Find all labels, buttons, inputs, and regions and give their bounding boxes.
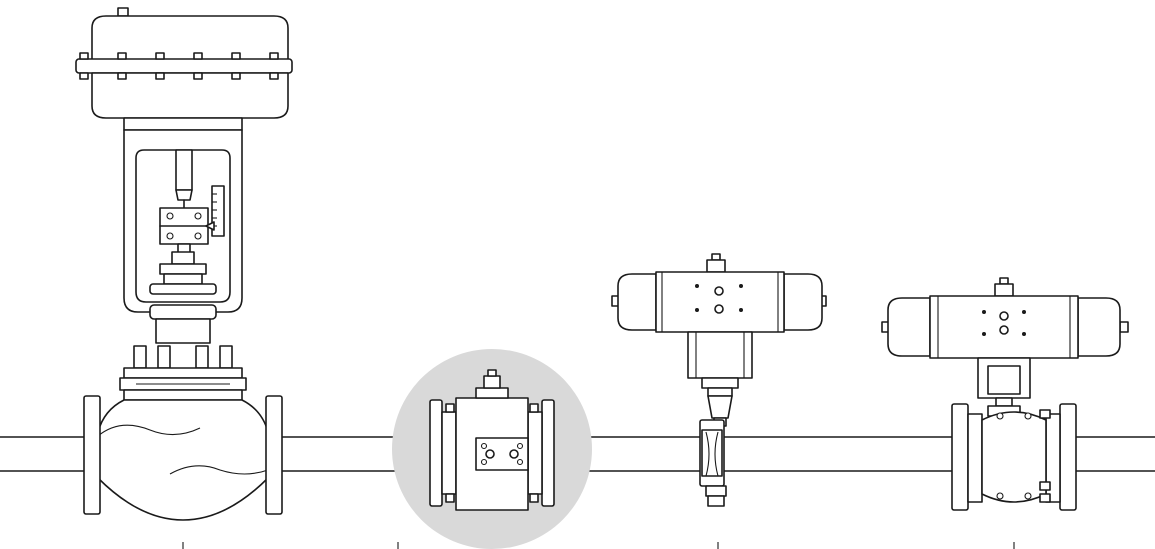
bottom-markers	[182, 542, 1015, 549]
ball-valve-icon	[392, 349, 592, 549]
butterfly-valve-actuator-icon	[611, 253, 827, 507]
globe-control-valve-icon	[75, 7, 293, 521]
ball-valve-actuator-icon	[881, 277, 1129, 511]
casing-bolts	[79, 52, 279, 80]
